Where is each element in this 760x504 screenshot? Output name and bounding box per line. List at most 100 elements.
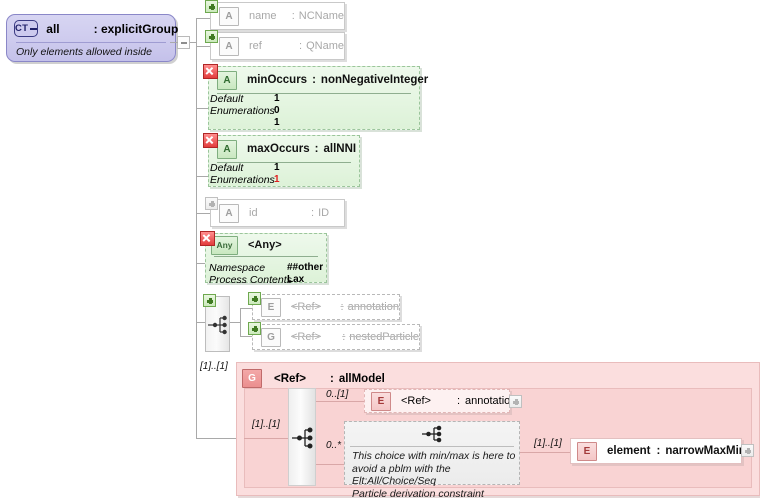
root-complextype-box[interactable]: CT all : explicitGroup Only elements all…	[6, 14, 178, 62]
group-annotation-name: <Ref>	[401, 395, 431, 407]
choice-compositor-icon	[208, 315, 227, 335]
root-name: all	[46, 21, 60, 36]
minoccurs-details: Default 1 Enumerations 0 1	[210, 93, 280, 129]
choice-compositor-expand-icon[interactable]	[203, 294, 216, 307]
group-name-label: <Ref>	[274, 372, 306, 385]
attribute-row-id[interactable]: A id : ID	[210, 199, 345, 227]
attribute-ref-expand-icon[interactable]	[205, 30, 218, 43]
attribute-separator: :	[314, 143, 319, 155]
connector-note-to-element	[520, 452, 570, 453]
connector-choice-stub	[230, 322, 240, 323]
connector-branch-annotation	[316, 401, 364, 402]
particle-nestedparticle-expand-icon[interactable]	[248, 322, 261, 335]
maxoccurs-default-value: 1	[274, 162, 280, 173]
choice-note-line-2: Particle derivation constraint	[352, 487, 484, 500]
any-namespace-label: Namespace	[209, 262, 266, 274]
connector-to-id	[196, 213, 210, 214]
any-element-box[interactable]: Any <Any>	[205, 233, 327, 283]
any-process-value: Lax	[287, 274, 305, 285]
maxoccurs-default-label: Default	[210, 162, 244, 174]
group-annotation-expand-icon[interactable]	[509, 395, 522, 408]
connector-to-ref	[196, 46, 210, 47]
particle-type-label: nestedParticle	[349, 331, 419, 343]
choice-note-line-1: avoid a pblm with the Elt:All/Choice/Seq	[352, 462, 451, 488]
attribute-separator: :	[312, 74, 316, 86]
particle-separator: :	[342, 331, 346, 343]
group-separator: :	[329, 372, 334, 385]
any-icon: Any	[211, 235, 238, 255]
any-divider	[214, 256, 318, 257]
attribute-type-label: QName	[306, 40, 344, 52]
minoccurs-enum-value-1: 1	[274, 117, 280, 128]
complextype-collapse-icon[interactable]: CT	[14, 20, 39, 37]
connector-to-maxoccurs	[196, 176, 208, 177]
minoccurs-enum-label: Enumerations	[210, 105, 275, 117]
connector-choice-to-annotation	[240, 308, 252, 309]
connector-to-choice	[196, 322, 206, 323]
minoccurs-divider	[217, 93, 411, 94]
root-header-row: CT all : explicitGroup	[7, 15, 178, 42]
groupref-outer-cardinality: [1]..[1]	[200, 361, 228, 372]
connector-choice-to-nestedparticle	[240, 336, 252, 337]
complextype-badge-label: CT	[15, 23, 29, 34]
choice-compositor-icon	[292, 427, 313, 449]
any-required-icon[interactable]	[200, 231, 215, 246]
maxoccurs-enum-label: Enumerations	[210, 174, 275, 186]
choice-note-line-0: This choice with min/max is here to	[352, 450, 516, 462]
attribute-row-minoccurs[interactable]: A minOccurs : nonNegativeInteger	[208, 66, 428, 130]
group-annotation-type: annotation	[465, 395, 517, 407]
attribute-icon: A	[219, 203, 239, 223]
connector-trunk-vertical	[196, 18, 197, 338]
attribute-minoccurs-required-icon[interactable]	[203, 64, 218, 79]
connector-root-stub	[170, 42, 178, 43]
attribute-maxoccurs-required-icon[interactable]	[203, 133, 218, 148]
connector-branch-choice	[316, 464, 344, 465]
root-type: : explicitGroup	[94, 22, 179, 36]
element-narrowmaxmin-expand-icon[interactable]	[741, 444, 754, 457]
attribute-separator: :	[299, 40, 303, 52]
connector-to-groupref	[196, 438, 236, 439]
connector-to-any	[196, 263, 206, 264]
connector-choice-vertical	[240, 308, 241, 336]
attribute-row-maxoccurs[interactable]: A maxOccurs : allNNI	[208, 135, 360, 187]
attribute-icon: A	[217, 70, 237, 90]
attribute-name-label: maxOccurs	[247, 143, 310, 155]
connector-trunk-down	[196, 322, 197, 438]
element-narrowmaxmin-separator: :	[656, 445, 661, 457]
attribute-id-expand-icon[interactable]	[205, 197, 218, 210]
element-narrowmaxmin-cardinality: [1]..[1]	[534, 438, 562, 449]
connector-trunk-stub	[190, 42, 196, 43]
attribute-row-name[interactable]: A name : NCName	[210, 2, 345, 30]
attribute-icon: A	[217, 139, 237, 159]
attribute-row-ref[interactable]: A ref : QName	[210, 32, 345, 60]
group-row-annotation[interactable]: E <Ref> : annotation	[364, 389, 516, 413]
minoccurs-default-label: Default	[210, 93, 244, 105]
attribute-type-label: nonNegativeInteger	[320, 74, 429, 86]
element-row-narrowmaxmin[interactable]: E element : narrowMaxMin	[570, 438, 746, 464]
attribute-separator: :	[311, 207, 315, 219]
particle-type-label: annotation	[347, 301, 399, 313]
attribute-name-expand-icon[interactable]	[205, 0, 218, 13]
root-collapse-toggle[interactable]	[177, 36, 190, 49]
maxoccurs-details: Default 1 Enumerations 1	[210, 162, 280, 186]
collapse-minus-glyph	[30, 27, 38, 30]
attribute-name-label: id	[249, 207, 258, 219]
particle-separator: :	[340, 301, 344, 313]
minoccurs-header: A minOccurs : nonNegativeInteger	[209, 67, 428, 93]
particle-annotation-expand-icon[interactable]	[248, 292, 261, 305]
attribute-type-label: NCName	[298, 10, 344, 22]
choice-compositor-icon	[422, 425, 442, 443]
any-header: Any <Any>	[206, 234, 326, 256]
attribute-separator: :	[291, 10, 295, 22]
group-icon: G	[261, 327, 281, 347]
choice-note-box[interactable]	[344, 421, 520, 485]
connector-to-name	[196, 18, 210, 19]
particle-row-nestedparticle[interactable]: G <Ref> : nestedParticle	[252, 324, 420, 350]
group-choice-compositor-box[interactable]	[288, 388, 316, 486]
element-icon: E	[371, 391, 391, 411]
particle-row-annotation[interactable]: E <Ref> : annotation	[252, 294, 400, 320]
any-details: Namespace ##other Process Contents Lax	[209, 262, 323, 286]
group-type-label: allModel	[338, 372, 385, 385]
element-narrowmaxmin-name: element	[607, 445, 651, 457]
